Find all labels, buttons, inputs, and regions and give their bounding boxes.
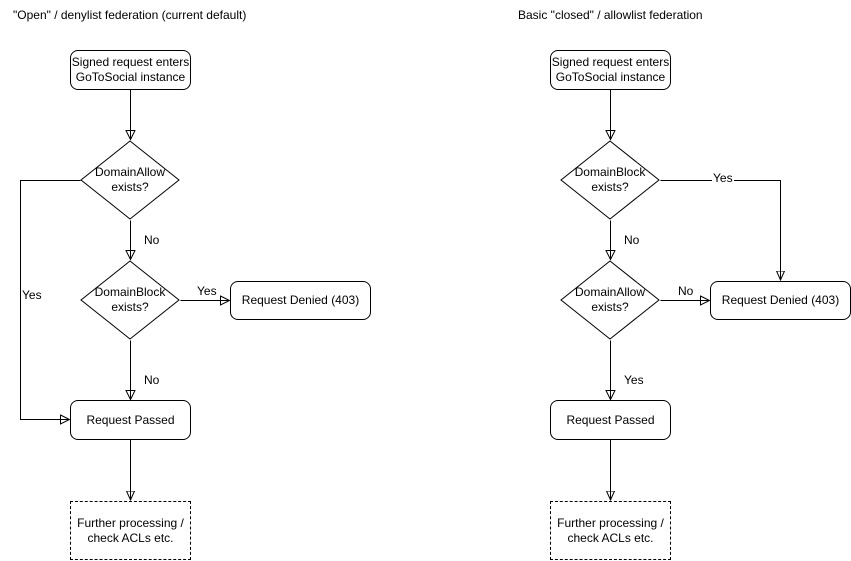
right-passed-node: Request Passed — [550, 400, 671, 440]
left-start-label: Signed request enters GoToSocial instanc… — [71, 55, 190, 84]
left-decision1-label: DomainAllow exists? — [94, 165, 166, 194]
diamond-shape — [560, 260, 660, 340]
left-decision-domainblock: DomainBlock exists? — [80, 260, 180, 340]
right-decision-domainblock: DomainBlock exists? — [560, 140, 660, 220]
left-start-node: Signed request enters GoToSocial instanc… — [70, 50, 191, 90]
right-denied-node: Request Denied (403) — [710, 281, 851, 320]
right-decision1-yes-label: Yes — [712, 171, 734, 185]
left-decision2-label: DomainBlock exists? — [94, 285, 166, 314]
left-decision1-no-label: No — [143, 233, 161, 247]
left-decision-domainallow: DomainAllow exists? — [80, 140, 180, 220]
right-denied-label: Request Denied (403) — [721, 293, 840, 307]
left-denied-label: Request Denied (403) — [241, 293, 360, 307]
left-further-processing-node: Further processing / check ACLs etc. — [70, 501, 191, 560]
right-decision1-no-label: No — [623, 233, 641, 247]
diamond-shape — [80, 260, 180, 340]
left-further-label: Further processing / check ACLs etc. — [77, 515, 184, 545]
right-start-node: Signed request enters GoToSocial instanc… — [550, 50, 671, 90]
right-decision2-yes-label: Yes — [623, 373, 645, 387]
right-decision2-no-label: No — [677, 284, 695, 298]
right-decision1-label: DomainBlock exists? — [574, 165, 646, 194]
right-decision-domainallow: DomainAllow exists? — [560, 260, 660, 340]
edge-right-decision1-yes-to-denied — [660, 180, 781, 281]
left-decision2-yes-label: Yes — [196, 284, 218, 298]
left-decision2-no-label: No — [143, 373, 161, 387]
left-denied-node: Request Denied (403) — [230, 281, 371, 320]
left-passed-node: Request Passed — [70, 400, 191, 440]
left-passed-label: Request Passed — [86, 412, 175, 427]
right-passed-label: Request Passed — [566, 412, 655, 427]
right-chart-title: Basic "closed" / allowlist federation — [518, 8, 703, 22]
left-decision1-yes-label: Yes — [21, 288, 43, 302]
right-start-label: Signed request enters GoToSocial instanc… — [551, 55, 670, 84]
edge-left-decision1-yes-to-passed — [20, 180, 81, 420]
right-further-processing-node: Further processing / check ACLs etc. — [550, 501, 671, 560]
right-decision2-label: DomainAllow exists? — [574, 285, 646, 314]
right-further-label: Further processing / check ACLs etc. — [557, 515, 664, 545]
left-chart-title: "Open" / denylist federation (current de… — [13, 8, 247, 22]
diamond-shape — [560, 140, 660, 220]
diamond-shape — [80, 140, 180, 220]
